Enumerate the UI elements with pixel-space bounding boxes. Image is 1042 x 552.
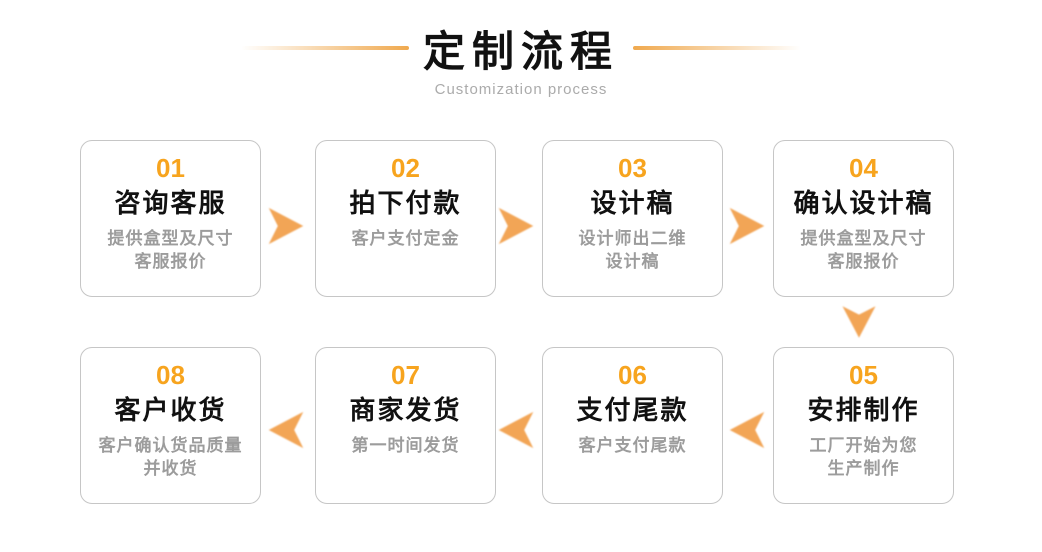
step-title: 安排制作 xyxy=(807,395,920,426)
step-card-01: 01 咨询客服 提供盒型及尺寸 客服报价 xyxy=(80,140,261,297)
step-description: 提供盒型及尺寸 客服报价 xyxy=(107,228,234,272)
step-card-05: 05 安排制作 工厂开始为您 生产制作 xyxy=(773,347,954,504)
step-number: 05 xyxy=(849,360,878,390)
step-number: 04 xyxy=(849,153,878,183)
title-rule-left xyxy=(240,46,409,50)
step-card-06: 06 支付尾款 客户支付尾款 xyxy=(542,347,723,504)
arrow-right-icon xyxy=(496,205,536,247)
step-card-07: 07 商家发货 第一时间发货 xyxy=(315,347,496,504)
arrow-left-icon xyxy=(496,409,536,451)
step-description: 工厂开始为您 生产制作 xyxy=(809,435,918,479)
step-title: 拍下付款 xyxy=(349,188,462,219)
header: 定制流程 xyxy=(0,22,1042,75)
step-description: 客户确认货品质量 并收货 xyxy=(98,435,243,479)
arrow-right-icon xyxy=(266,205,306,247)
page-title: 定制流程 xyxy=(422,27,619,75)
arrow-right-icon xyxy=(727,205,767,247)
step-number: 08 xyxy=(156,360,185,390)
step-title: 支付尾款 xyxy=(576,395,689,426)
step-description: 设计师出二维 设计稿 xyxy=(578,228,687,272)
page-subtitle: Customization process xyxy=(434,81,608,98)
step-title: 客户收货 xyxy=(114,395,227,426)
arrow-left-icon xyxy=(727,409,767,451)
step-description: 客户支付定金 xyxy=(351,228,460,248)
step-description: 第一时间发货 xyxy=(351,435,460,455)
step-number: 06 xyxy=(618,360,647,390)
title-rule-right xyxy=(633,46,801,50)
arrow-left-icon xyxy=(266,409,306,451)
step-description: 提供盒型及尺寸 客服报价 xyxy=(800,228,927,272)
step-title: 设计稿 xyxy=(590,188,675,219)
step-card-03: 03 设计稿 设计师出二维 设计稿 xyxy=(542,140,723,297)
step-card-04: 04 确认设计稿 提供盒型及尺寸 客服报价 xyxy=(773,140,954,297)
step-number: 02 xyxy=(391,153,420,183)
step-title: 咨询客服 xyxy=(114,188,227,219)
step-description: 客户支付尾款 xyxy=(578,435,687,455)
step-title: 确认设计稿 xyxy=(793,188,934,219)
arrow-down-icon xyxy=(840,303,878,341)
step-number: 07 xyxy=(391,360,420,390)
step-title: 商家发货 xyxy=(349,395,462,426)
step-card-02: 02 拍下付款 客户支付定金 xyxy=(315,140,496,297)
step-number: 03 xyxy=(618,153,647,183)
step-card-08: 08 客户收货 客户确认货品质量 并收货 xyxy=(80,347,261,504)
step-number: 01 xyxy=(156,153,185,183)
